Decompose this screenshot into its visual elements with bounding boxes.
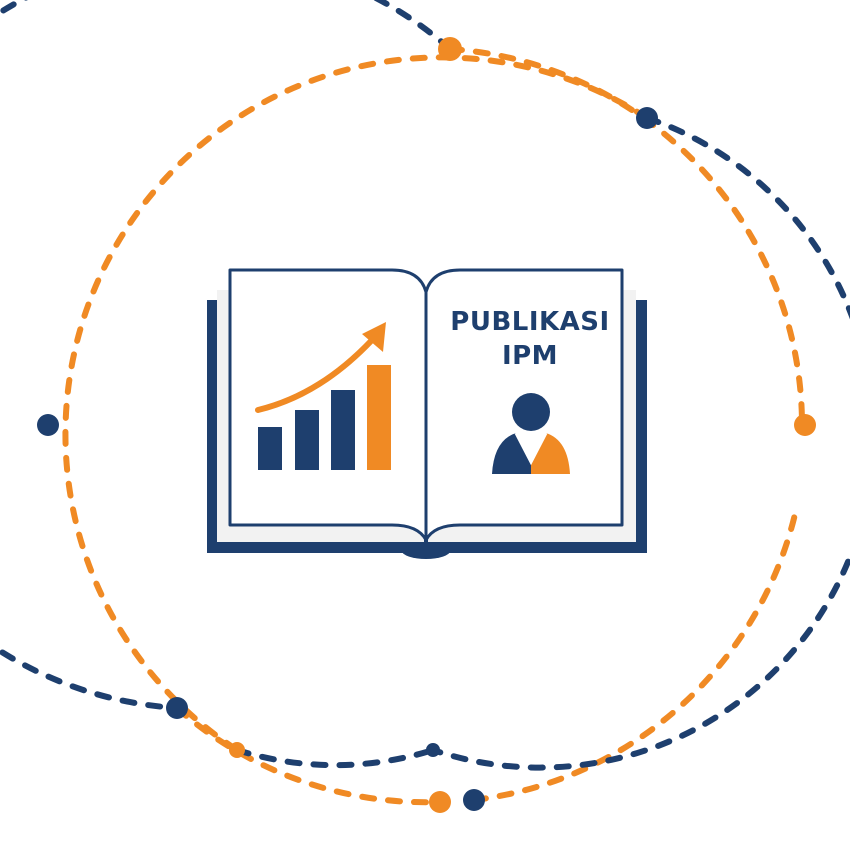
outer-ring-arc-orange-bottom-left	[174, 705, 443, 806]
inner-ring	[62, 54, 850, 771]
book-spine	[402, 543, 450, 559]
bar-chart-icon	[258, 365, 391, 470]
bar-4	[367, 365, 391, 470]
dot-orange-small-bottom-left	[229, 742, 245, 758]
bar-3	[331, 390, 355, 470]
trend-arrow-icon	[255, 322, 386, 413]
book-page-left	[228, 268, 428, 542]
outer-ring-arc-orange-right-lower	[471, 507, 799, 803]
ring-dots	[37, 37, 816, 813]
person-icon	[492, 393, 570, 474]
person-collar	[514, 432, 548, 466]
inner-ring-arc-orange	[62, 54, 650, 753]
person-head	[512, 393, 550, 431]
open-book-icon: PUBLIKASI IPM	[207, 268, 647, 559]
book-title-line2: IPM	[502, 341, 558, 371]
dot-navy-small-bottom	[426, 743, 440, 757]
outer-ring-arc-orange-top-right	[447, 46, 805, 428]
inner-ring-arc-navy-right	[430, 115, 850, 771]
dot-navy-left	[37, 414, 59, 436]
trend-arrow-head	[362, 322, 386, 352]
dot-orange-bottom	[429, 791, 451, 813]
dot-navy-top-right	[636, 107, 658, 129]
dot-navy-bottom-left	[166, 697, 188, 719]
dot-navy-bottom	[463, 789, 485, 811]
dot-orange-top	[438, 37, 462, 61]
book-title-line1: PUBLIKASI	[450, 307, 609, 337]
bar-1	[258, 427, 282, 470]
bar-2	[295, 410, 319, 470]
trend-arrow-line	[255, 337, 375, 413]
inner-ring-arc-navy-bottom	[234, 747, 436, 769]
dot-orange-right	[794, 414, 816, 436]
